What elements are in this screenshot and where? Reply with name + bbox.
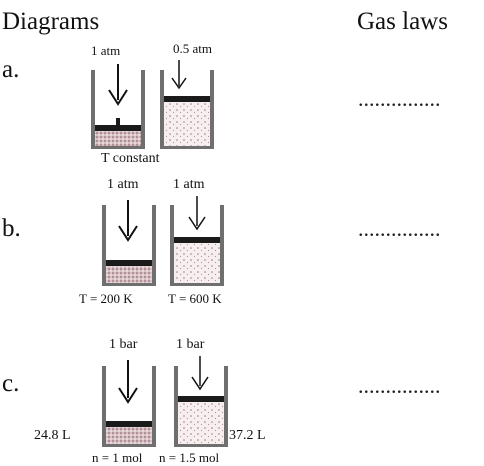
row-c-right-volume: 37.2 L [229,428,266,443]
row-a-label: a. [2,56,20,83]
row-a-answer-blank[interactable]: ............... [358,86,441,111]
row-c-right-cylinder [174,356,228,447]
row-b-right-pressure: 1 atm [173,177,205,192]
row-b-left-temp: T = 200 K [79,291,133,306]
row-c-left-cylinder [102,360,156,447]
row-c-left-moles: n = 1 mol [92,450,143,465]
row-b-right-cylinder [170,196,224,286]
row-c-answer-blank[interactable]: ............... [358,373,441,398]
row-a-right-pressure: 0.5 atm [173,41,212,56]
row-a-left-pressure: 1 atm [91,43,121,58]
row-a-condition: T constant [101,151,160,166]
row-b-answer-blank[interactable]: ............... [358,216,441,241]
row-a-right-cylinder [160,60,214,149]
row-b-right-temp: T = 600 K [168,291,222,306]
row-c-left-pressure: 1 bar [109,337,138,352]
diagrams-heading: Diagrams [2,8,100,35]
row-b-left-cylinder [102,200,156,286]
row-c-right-pressure: 1 bar [176,337,205,352]
gas-laws-heading: Gas laws [357,8,448,35]
row-c-right-moles: n = 1.5 mol [159,450,220,465]
row-b-left-pressure: 1 atm [107,177,139,192]
row-b-label: b. [2,215,21,242]
row-c-left-volume: 24.8 L [34,428,71,443]
row-a-left-cylinder [91,64,145,149]
row-c-label: c. [2,370,20,397]
